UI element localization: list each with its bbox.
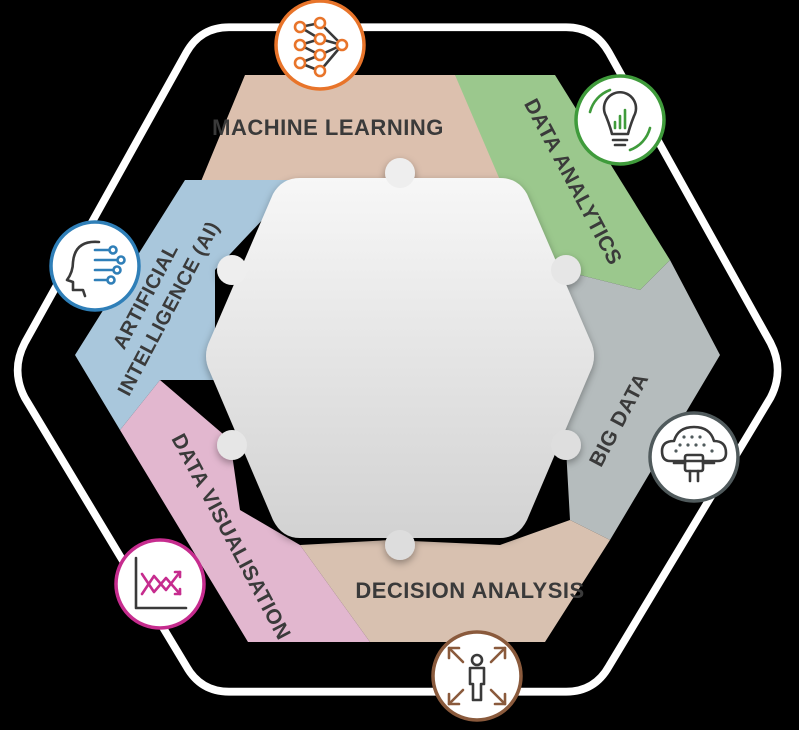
label-decision-analysis: DECISION ANALYSIS <box>355 578 584 603</box>
label-machine-learning: MACHINE LEARNING <box>212 115 444 140</box>
neural-network-icon <box>274 0 366 91</box>
segment-big-data <box>560 260 720 540</box>
segment-data-visualisation <box>120 380 370 642</box>
segment-artificial-intelligence <box>75 180 300 430</box>
segment-decision-analysis <box>300 520 610 642</box>
outer-hexagon-outline <box>13 23 782 696</box>
person-arrows-icon <box>431 630 523 722</box>
cloud-chip-icon <box>648 411 740 503</box>
head-circuit-icon <box>49 220 141 312</box>
line-chart-icon <box>114 538 206 630</box>
lightbulb-chart-icon <box>574 74 666 166</box>
segment-data-analytics <box>455 75 670 290</box>
center-hexagon <box>206 158 594 560</box>
